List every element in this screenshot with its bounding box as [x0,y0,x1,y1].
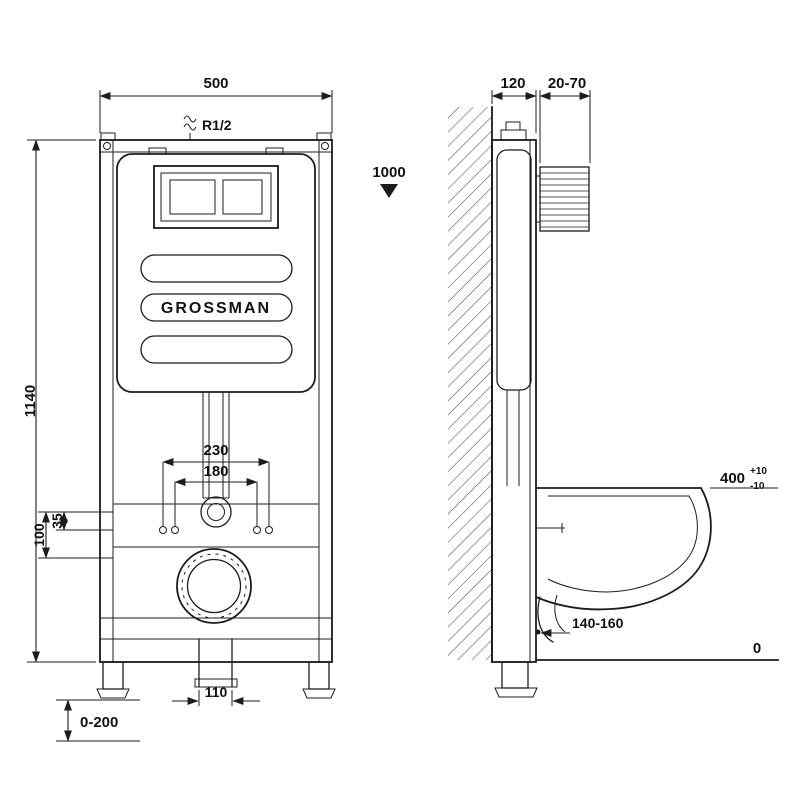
dim-mount-inner-label: 180 [203,463,228,480]
frame-bottom [96,617,336,699]
dim-mount-inner: 180 [174,463,258,526]
toilet-bowl [534,487,712,643]
cistern-front [116,153,316,393]
dim-front-width: 500 [99,75,333,133]
dim-front-height: 1140 [22,139,96,663]
side-view: 120 20-70 [448,75,779,698]
dim-plate-range-label: 20-70 [548,75,586,92]
dim-offset-a-label: 100 [31,523,47,547]
inlet-height-marker: 1000 [372,164,406,198]
drain-collar [176,548,252,624]
dim-plate-range: 20-70 [539,75,591,163]
cistern-side [496,149,532,391]
pipe-flange [200,496,232,528]
tolerance-minus-label: -10 [750,481,765,492]
dim-depth-label: 120 [500,75,525,92]
front-view: 500 1140 [22,75,406,742]
water-inlet: R1/2 [183,115,232,140]
outlet-pipe [194,678,238,688]
flush-button-small [222,179,263,215]
foot-side [501,661,529,689]
inlet-height-label: 1000 [372,164,405,181]
dim-mount-outer: 230 [162,442,270,526]
dim-bowl-height-label: 400 [720,470,745,487]
flush-plate [153,165,279,229]
foot-left [102,661,124,690]
floor-zero-label: 0 [753,640,761,657]
mounting-area [113,496,319,548]
dim-drain-width: 110 [172,684,260,706]
frame-side [491,121,537,663]
dim-feet-range: 0-200 [56,699,140,742]
dim-bowl-height: 400 +10 -10 [710,466,778,492]
foot-right [308,661,330,690]
flush-button-large [169,179,216,215]
dim-front-width-label: 500 [203,75,228,92]
dim-drain-width-label: 110 [205,684,228,700]
wall-section [448,106,493,663]
inlet-label: R1/2 [202,117,232,133]
floor-side [494,659,779,698]
plate-sleeve [536,166,590,232]
dim-depth: 120 [491,75,537,133]
dim-front-height-label: 1140 [22,385,39,418]
dim-left-offsets: 35 100 [31,511,113,559]
dim-offset-b-label: 35 [49,513,65,529]
dim-mount-outer-label: 230 [203,442,228,459]
drain-bend [537,596,554,643]
wall-hatch [448,107,492,660]
flush-pipe-side [506,390,520,486]
tolerance-plus-label: +10 [750,466,767,477]
fill-valve [500,129,527,141]
water-inlet-icon [183,115,197,140]
cistern-strips: GROSSMAN [140,254,293,364]
dim-drain-offset: 140-160 [540,615,624,637]
level-marker-triangle [380,184,398,198]
frame-front [99,132,333,663]
brand-logo: GROSSMAN [161,300,271,317]
dim-feet-range-label: 0-200 [80,714,118,731]
dim-drain-offset-label: 140-160 [572,615,624,631]
